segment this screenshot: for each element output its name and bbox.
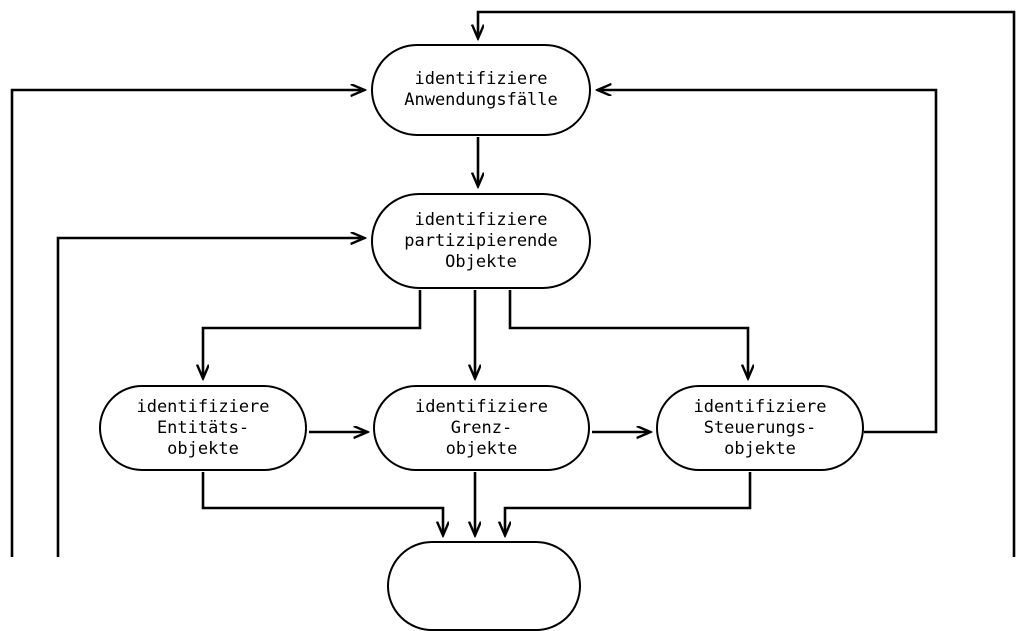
node-identifiziere-steuerungsobjekte[interactable]: identifiziere Steuerungs- objekte — [656, 385, 864, 471]
edge-n6-n2-inner-left — [56, 238, 364, 557]
node-identifiziere-anwendungsfaelle[interactable]: identifiziere Anwendungsfälle — [371, 44, 591, 136]
edge-layer — [10, 10, 1016, 557]
node-label: identifiziere partizipierende Objekte — [404, 209, 558, 272]
node-label: identifiziere Steuerungs- objekte — [693, 396, 827, 459]
edge-n2-right-branch — [508, 290, 748, 378]
node-label: identifiziere Grenz- objekte — [414, 396, 549, 459]
node-label: identifiziere Entitäts- objekte — [136, 396, 270, 459]
diagram-canvas: identifiziere Anwendungsfälle identifizi… — [10, 10, 1016, 631]
edge-n3-n6 — [201, 472, 443, 535]
node-label: identifiziere Anwendungsfälle — [404, 69, 558, 110]
edge-n6-n1-outer-left — [10, 90, 364, 557]
node-identifiziere-partizipierende-objekte[interactable]: identifiziere partizipierende Objekte — [371, 193, 591, 289]
edge-n5-n1-feedback — [598, 90, 938, 434]
node-identifiziere-entitaetsobjekte[interactable]: identifiziere Entitäts- objekte — [99, 385, 307, 471]
edge-n6-n1-outer-right — [478, 10, 1016, 557]
edge-n2-left-branch — [203, 290, 422, 378]
node-bottom-partial[interactable] — [387, 541, 581, 631]
node-identifiziere-grenzobjekte[interactable]: identifiziere Grenz- objekte — [373, 385, 590, 471]
edge-n5-n6 — [505, 472, 752, 535]
